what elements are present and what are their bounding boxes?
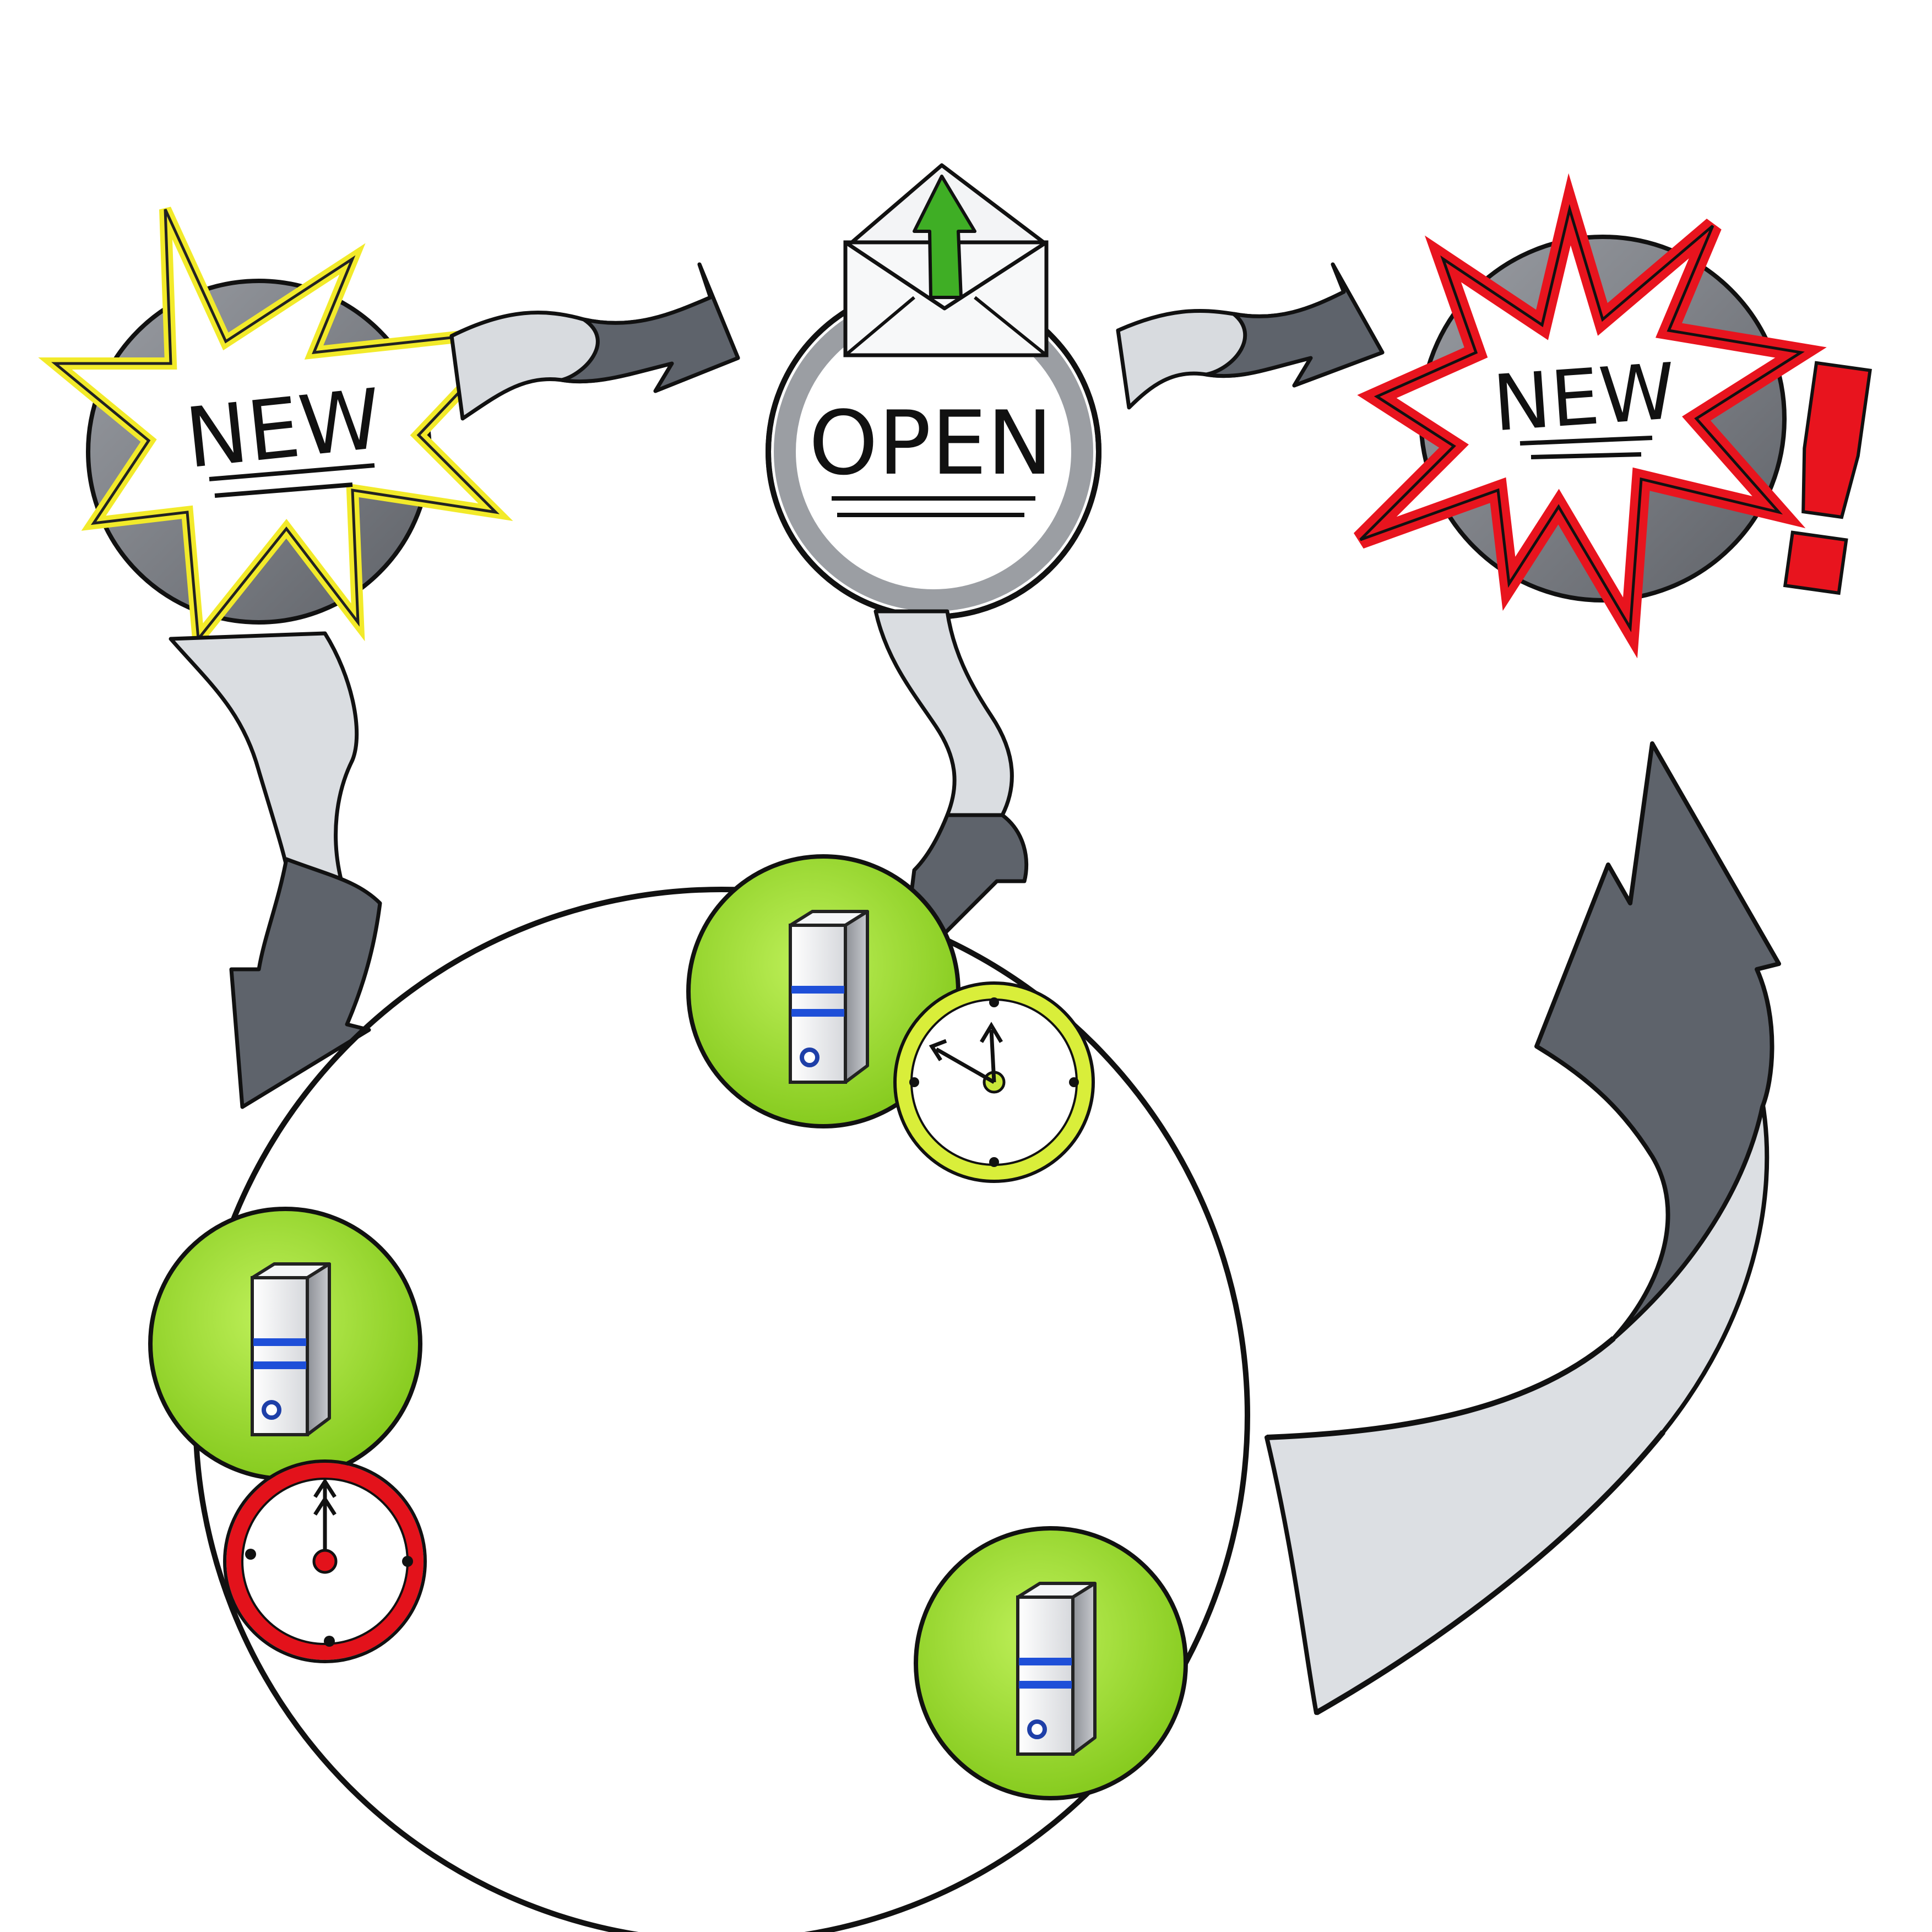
arrow-new-to-ring bbox=[169, 631, 382, 1109]
state-new-again: NEW ! bbox=[1353, 173, 1923, 673]
state-open: OPEN bbox=[766, 163, 1101, 620]
server-node-left bbox=[148, 1207, 422, 1481]
server-icon bbox=[1018, 1583, 1095, 1754]
state-new-again-label: NEW bbox=[1490, 347, 1679, 449]
server-node-bottom-right bbox=[914, 1526, 1188, 1800]
envelope-icon bbox=[843, 163, 1049, 357]
arrow-ring-to-new-again bbox=[1265, 741, 1781, 1716]
server-icon bbox=[790, 911, 867, 1082]
state-new: NEW bbox=[38, 207, 534, 655]
clock-red bbox=[223, 1459, 427, 1663]
state-new-label: NEW bbox=[181, 371, 386, 487]
server-icon bbox=[252, 1264, 329, 1435]
clock-icon bbox=[312, 1549, 338, 1574]
upload-arrow-icon bbox=[913, 175, 976, 299]
arrow-open-to-new bbox=[1116, 262, 1385, 410]
arrow-new-to-open bbox=[449, 262, 740, 421]
clock-green bbox=[893, 981, 1095, 1183]
state-open-label: OPEN bbox=[808, 392, 1052, 495]
